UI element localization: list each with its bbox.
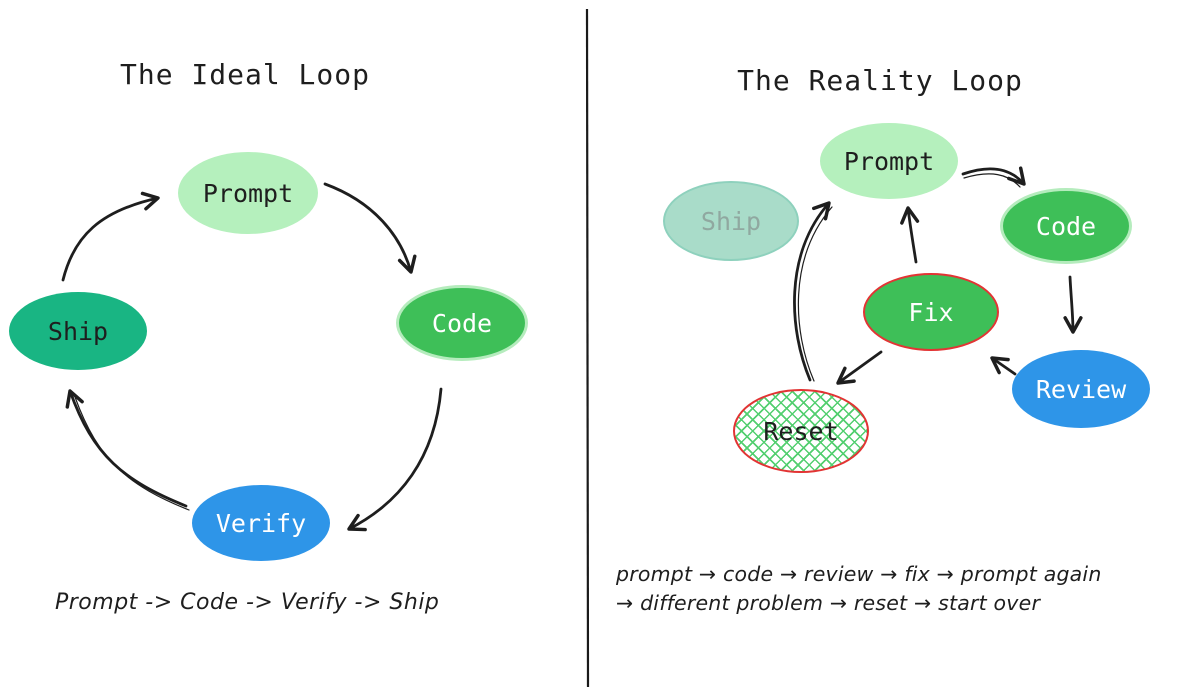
node-label: Ship — [700, 206, 762, 236]
panel-divider — [585, 8, 590, 688]
node-reset-reality: Reset — [733, 389, 869, 473]
arrow-verify-to-ship-echo — [74, 396, 190, 511]
node-label: Prompt — [843, 146, 935, 176]
left-panel-caption: Prompt -> Code -> Verify -> Ship — [55, 590, 440, 615]
node-ship-ideal: Ship — [9, 292, 147, 370]
node-code-reality: Code — [1000, 188, 1132, 264]
node-label: Code — [1035, 211, 1097, 241]
node-label: Fix — [908, 297, 954, 327]
node-label: Ship — [47, 316, 109, 346]
arrow-prompt-to-code-reality-echo — [963, 173, 1021, 188]
node-verify-ideal: Verify — [192, 485, 330, 561]
arrow-code-to-verify — [347, 387, 443, 532]
node-fix-reality: Fix — [863, 273, 999, 351]
arrow-fix-to-reset-reality — [836, 350, 883, 385]
node-prompt-reality: Prompt — [820, 123, 958, 199]
node-label: Review — [1035, 374, 1127, 404]
node-label: Code — [431, 308, 493, 338]
arrow-reset-to-prompt-reality-echo — [797, 206, 833, 382]
node-label: Reset — [763, 416, 839, 446]
node-label: Verify — [215, 508, 307, 538]
arrow-reset-to-prompt-reality — [793, 201, 831, 382]
arrow-code-to-review-reality — [1063, 275, 1083, 334]
arrow-ship-to-prompt — [61, 191, 160, 282]
arrow-fix-to-prompt-reality — [900, 206, 920, 264]
node-ship-reality-faded: Ship — [663, 181, 799, 261]
left-panel-title: The Ideal Loop — [119, 58, 370, 91]
right-panel-caption: prompt → code → review → fix → prompt ag… — [616, 560, 1102, 618]
arrow-prompt-to-code-reality — [961, 166, 1026, 186]
right-caption-line2: → different problem → reset → start over — [616, 591, 1041, 615]
node-review-reality: Review — [1012, 350, 1150, 428]
arrow-review-to-fix-reality — [990, 356, 1017, 376]
arrow-verify-to-ship — [65, 389, 188, 508]
node-prompt-ideal: Prompt — [178, 152, 318, 234]
right-caption-line1: prompt → code → review → fix → prompt ag… — [616, 562, 1102, 586]
right-panel-title: The Reality Loop — [737, 64, 1023, 97]
node-label: Prompt — [202, 178, 294, 208]
arrow-prompt-to-code — [323, 182, 417, 274]
node-code-ideal: Code — [396, 285, 528, 361]
